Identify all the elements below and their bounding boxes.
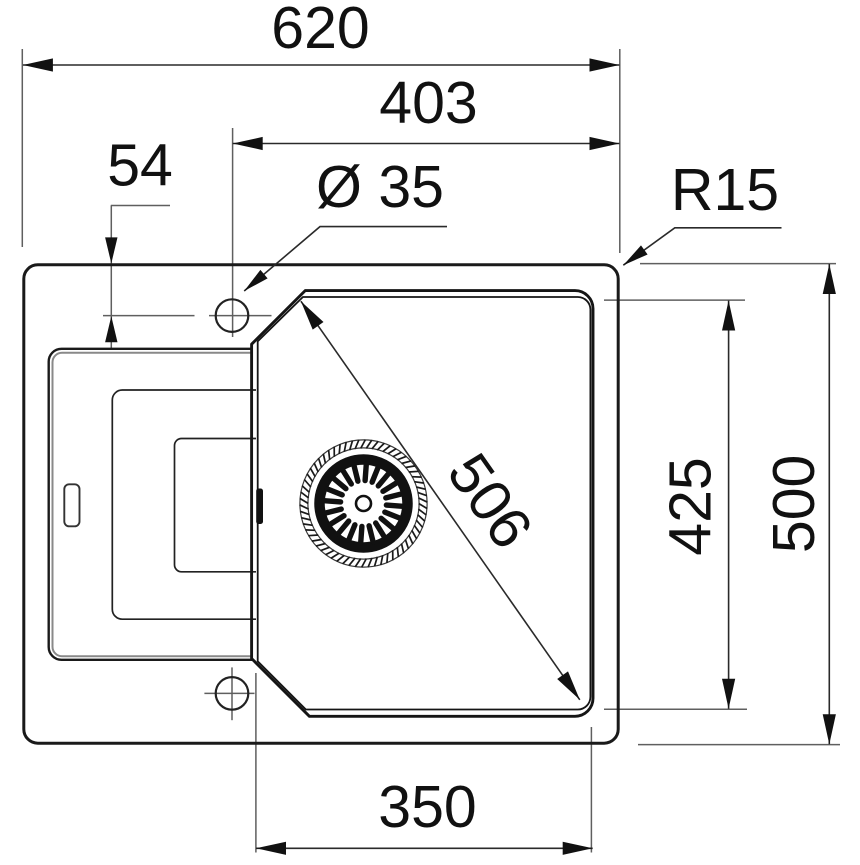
svg-text:350: 350: [378, 774, 476, 840]
svg-text:500: 500: [761, 455, 827, 553]
svg-text:425: 425: [658, 457, 724, 555]
svg-text:Ø 35: Ø 35: [316, 154, 444, 220]
svg-text:R15: R15: [671, 157, 779, 223]
svg-text:403: 403: [379, 70, 477, 136]
svg-text:54: 54: [107, 133, 173, 199]
svg-text:620: 620: [271, 0, 369, 61]
